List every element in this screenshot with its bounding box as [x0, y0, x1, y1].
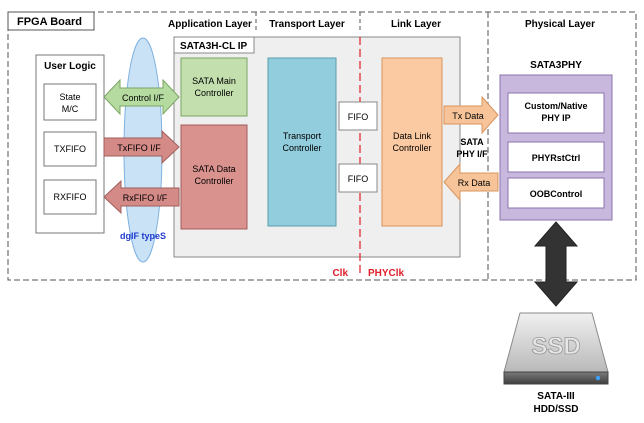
control-if-label: Control I/F	[122, 93, 165, 103]
fpga-board-outline	[7, 11, 637, 281]
state-mc-label-2: M/C	[62, 104, 79, 114]
fifo-bottom-label: FIFO	[348, 174, 369, 184]
device-label-1: SATA-III	[537, 391, 575, 402]
txfifo-label: TXFIFO	[54, 144, 86, 154]
data-link-controller	[381, 57, 443, 227]
rx-data-arrow	[443, 162, 499, 202]
sata-data-controller-label-2: Controller	[194, 176, 233, 186]
phyrstctrl-label: PHYRstCtrl	[532, 153, 581, 163]
ssd-drive-icon: SSD	[503, 312, 609, 385]
phy-ssd-double-arrow	[533, 221, 579, 307]
ssd-logo-text: SSD	[531, 333, 580, 360]
txfifo-if-label: TxFIFO I/F	[117, 143, 161, 153]
fpga-board-label: FPGA Board	[17, 16, 82, 28]
phyrstctrl-box	[507, 141, 605, 173]
transport-controller-label-1: Transport	[283, 131, 322, 141]
sata-main-controller	[180, 57, 248, 117]
fifo-top-label: FIFO	[348, 112, 369, 122]
transport-controller	[267, 57, 337, 227]
custom-native-phy-box	[507, 92, 605, 134]
ip-core-title-tab	[173, 36, 255, 54]
tx-data-arrow	[443, 95, 499, 135]
data-link-controller-label-2: Controller	[392, 143, 431, 153]
txfifo-if-arrow	[103, 129, 180, 165]
link-layer-label: Link Layer	[391, 19, 441, 30]
transport-layer-label: Transport Layer	[269, 19, 345, 30]
rxfifo-box	[43, 179, 97, 215]
sata-data-controller-label-1: SATA Data	[192, 164, 235, 174]
fifo-top-box	[338, 101, 378, 131]
physical-layer-label: Physical Layer	[525, 19, 595, 30]
sata-data-controller	[180, 124, 248, 230]
dgif-label: dgIF typeS	[120, 231, 166, 241]
custom-native-phy-label-1: Custom/Native	[524, 101, 587, 111]
oobcontrol-box	[507, 177, 605, 209]
txfifo-box	[43, 131, 97, 167]
data-link-controller-label-1: Data Link	[393, 131, 432, 141]
tx-data-label: Tx Data	[452, 111, 484, 121]
ip-core-title: SATA3H-CL IP	[180, 41, 248, 52]
custom-native-phy-label-2: PHY IP	[541, 113, 570, 123]
sata-main-controller-label-1: SATA Main	[192, 76, 236, 86]
control-if-arrow	[103, 78, 180, 116]
phyclk-label: PHYClk	[368, 268, 405, 279]
clk-label: Clk	[332, 268, 348, 279]
fifo-bottom-box	[338, 163, 378, 193]
fpga-board-tab	[7, 11, 95, 31]
rxfifo-label: RXFIFO	[54, 192, 87, 202]
transport-controller-label-2: Controller	[282, 143, 321, 153]
sata-phy-if-label-1: SATA	[460, 137, 484, 147]
rxfifo-if-label: RxFIFO I/F	[123, 193, 168, 203]
state-mc-box	[43, 83, 97, 121]
rx-data-label: Rx Data	[458, 178, 491, 188]
sata-main-controller-label-2: Controller	[194, 88, 233, 98]
state-mc-label-1: State	[59, 92, 80, 102]
oobcontrol-label: OOBControl	[530, 189, 583, 199]
application-layer-label: Application Layer	[168, 19, 252, 30]
sata3phy-title: SATA3PHY	[530, 60, 582, 71]
rxfifo-if-arrow	[103, 179, 180, 215]
user-logic-title: User Logic	[44, 61, 96, 72]
device-label-2: HDD/SSD	[533, 404, 578, 415]
sata-phy-if-label-2: PHY I/F	[456, 149, 488, 159]
